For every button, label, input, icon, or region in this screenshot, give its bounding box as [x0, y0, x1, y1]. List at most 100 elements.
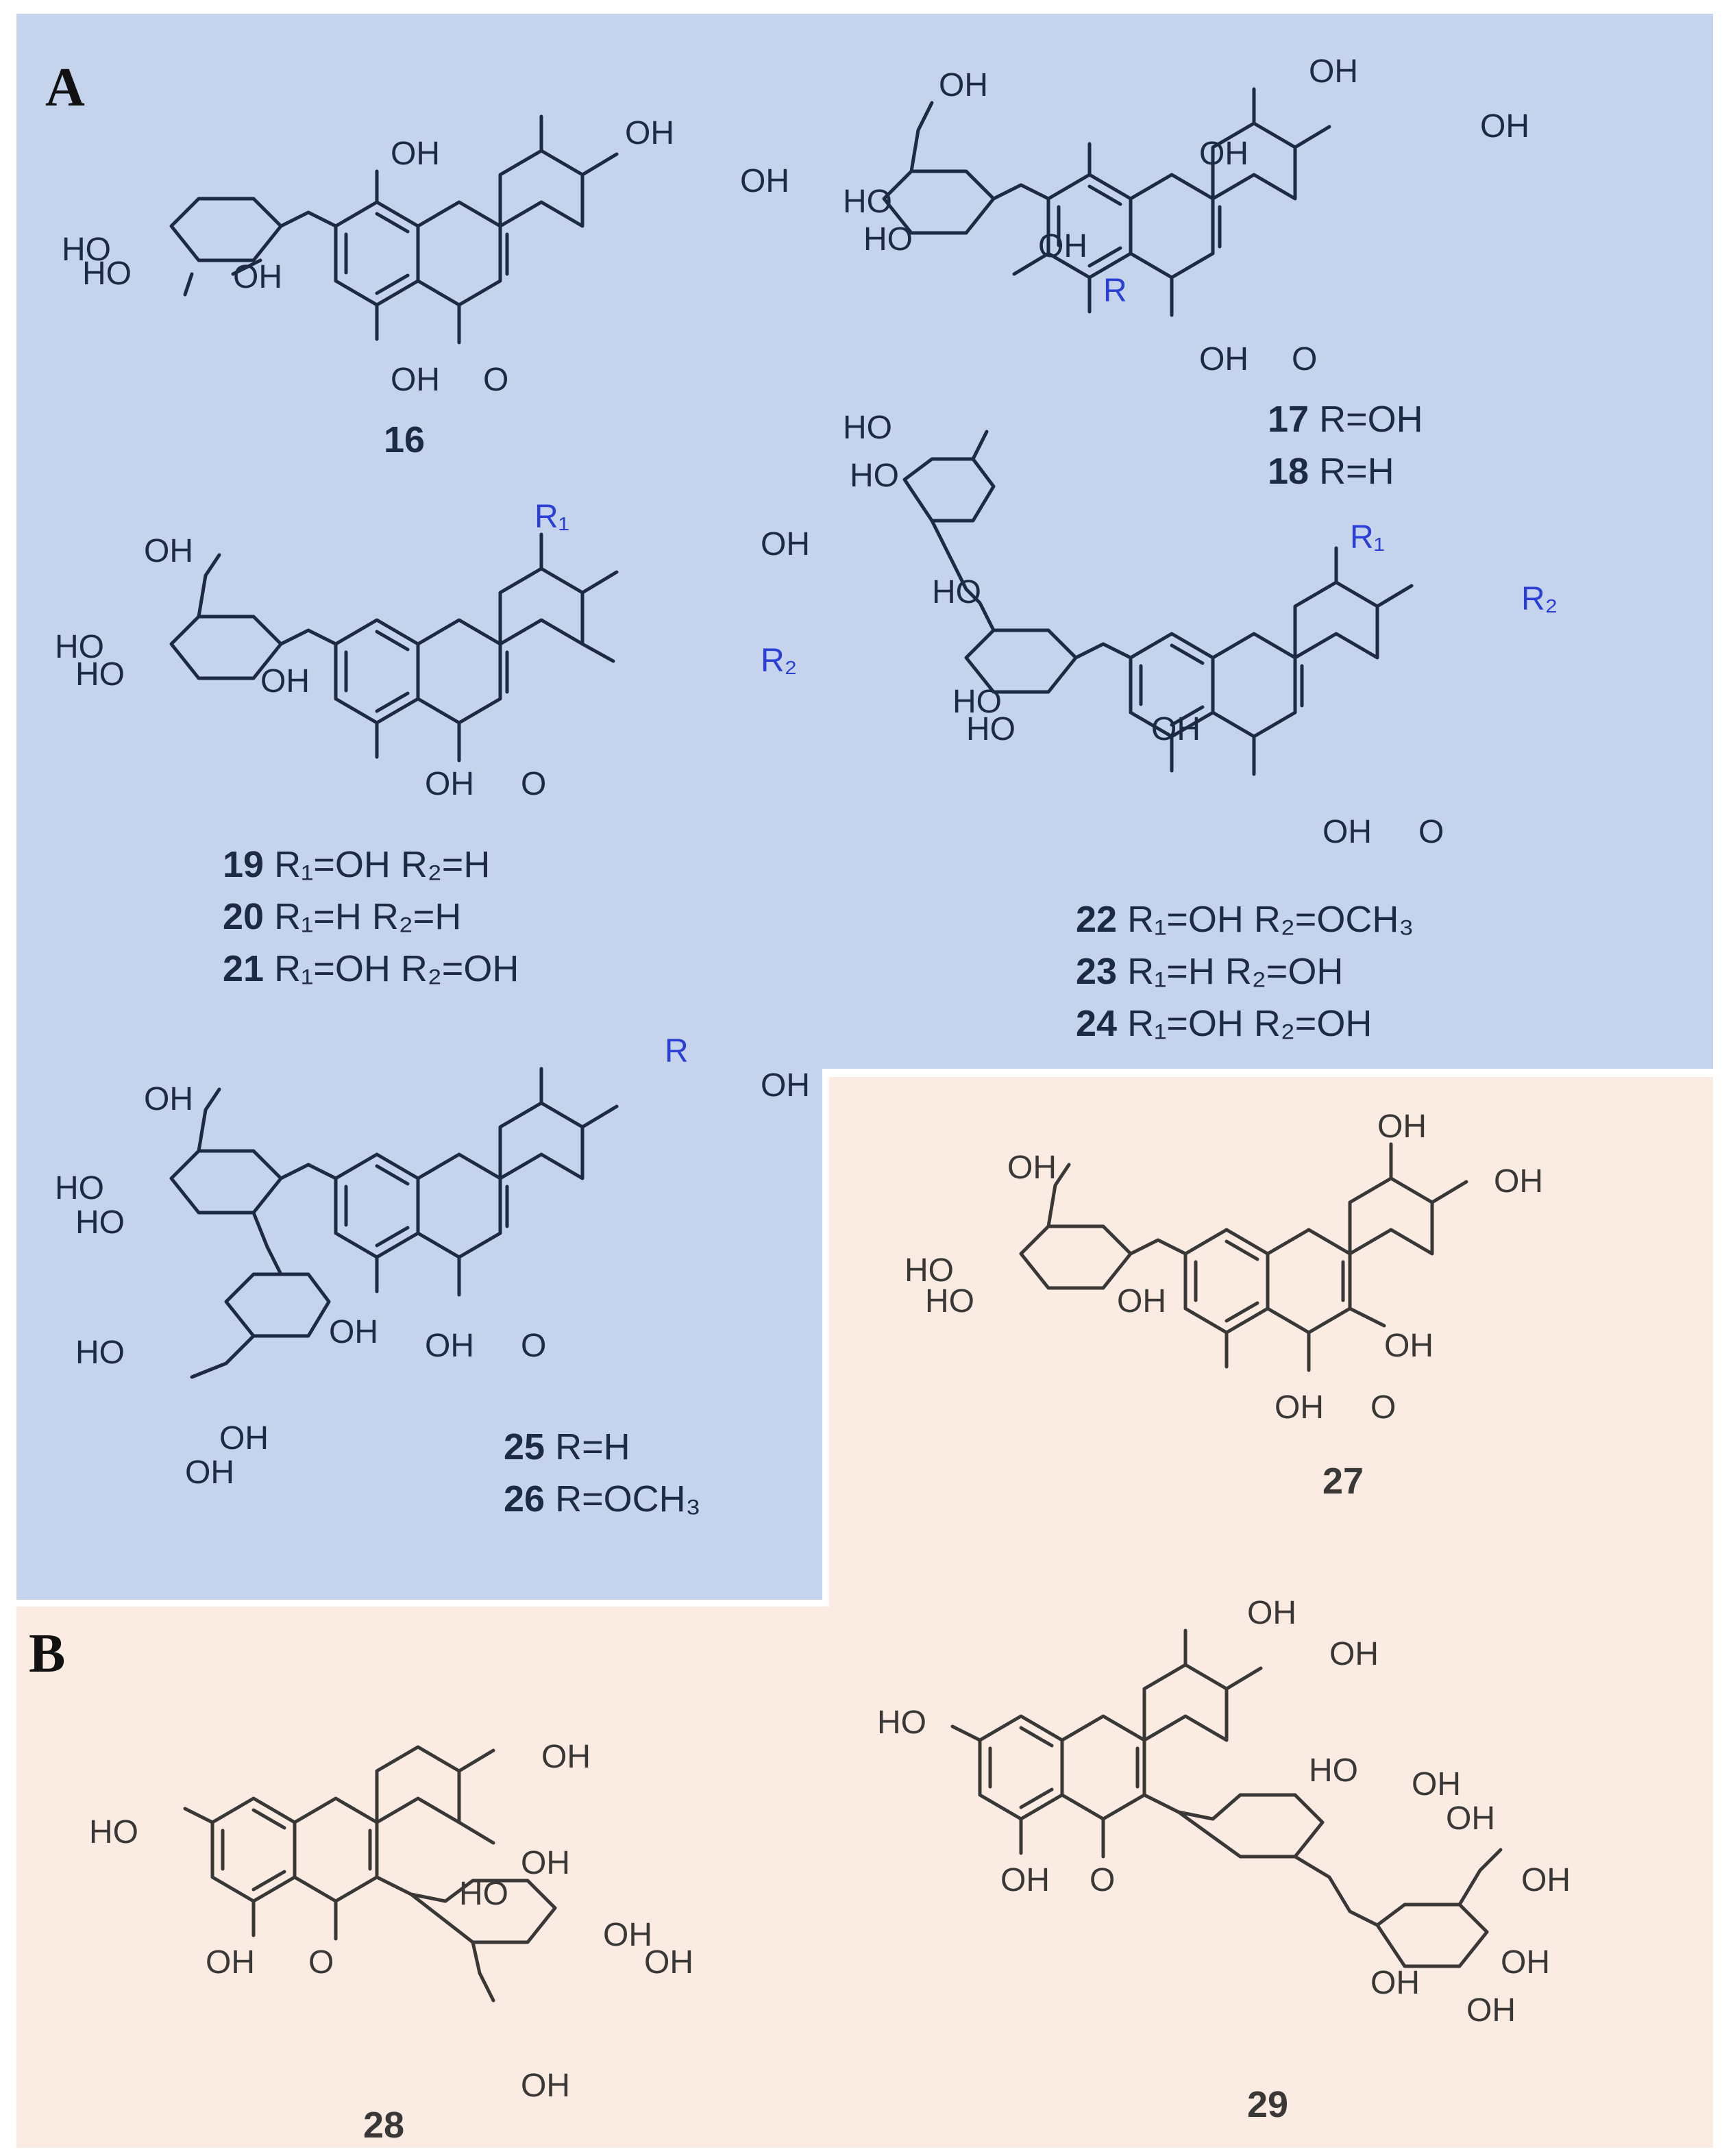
panel-backgrounds [16, 14, 1713, 2148]
svg-text:HO: HO [75, 656, 125, 693]
svg-text:26 R=OCH₃: 26 R=OCH₃ [504, 1478, 701, 1520]
compound-22-24: R₁ R₂ HO HO HO HO HO OH OH O 22 R₁=OH R₂… [843, 410, 1558, 1044]
atom-labels: OH OH OH HO HO OH OH OH O [905, 1108, 1543, 1426]
svg-text:OH: OH [1446, 1800, 1495, 1837]
svg-text:OH: OH [260, 663, 310, 699]
bond-skeleton [183, 1745, 557, 2003]
bond-skeleton [902, 430, 1414, 776]
svg-text:OH: OH [391, 362, 440, 398]
svg-text:O: O [1418, 814, 1444, 850]
svg-text:HO: HO [75, 1335, 125, 1371]
bond-skeleton [950, 1628, 1503, 1968]
svg-text:OH: OH [329, 1314, 378, 1350]
svg-text:28: 28 [363, 2105, 404, 2146]
svg-text:OH: OH [425, 766, 474, 802]
svg-text:O: O [521, 1328, 546, 1364]
svg-text:OH: OH [625, 115, 674, 151]
bond-skeleton [1019, 1142, 1468, 1372]
svg-text:29: 29 [1247, 2084, 1288, 2125]
compound-16: OH OH OH HO HO OH OH O 16 [62, 114, 789, 460]
svg-text:17 R=OH: 17 R=OH [1268, 399, 1423, 440]
atom-labels: R OH OH HO HO OH HO OH OH OH O [55, 1033, 810, 1491]
svg-text:OH: OH [233, 259, 282, 295]
svg-text:HO: HO [952, 684, 1002, 720]
svg-text:OH: OH [939, 67, 988, 103]
svg-text:HO: HO [1309, 1752, 1358, 1789]
atom-labels: R₁ R₂ HO HO HO HO HO OH OH O [843, 410, 1558, 850]
panel-letter-a: A [45, 58, 85, 118]
svg-text:HO: HO [55, 629, 104, 665]
panel-b-background [16, 1077, 1713, 2148]
svg-text:24 R₁=OH R₂=OH: 24 R₁=OH R₂=OH [1076, 1003, 1372, 1044]
svg-text:OH: OH [185, 1454, 234, 1491]
svg-text:O: O [308, 1944, 334, 1981]
caption: 28 [363, 2105, 404, 2146]
svg-text:R₂: R₂ [761, 643, 797, 679]
svg-text:OH: OH [521, 2068, 570, 2104]
svg-text:OH: OH [219, 1420, 269, 1457]
svg-text:HO: HO [863, 221, 913, 258]
svg-text:OH: OH [1117, 1283, 1166, 1319]
svg-text:HO: HO [850, 458, 899, 494]
svg-text:O: O [1090, 1862, 1115, 1898]
svg-text:OH: OH [1322, 814, 1372, 850]
svg-text:HO: HO [932, 574, 981, 610]
panel-a-background [16, 14, 1713, 1600]
svg-text:22 R₁=OH R₂=OCH₃: 22 R₁=OH R₂=OCH₃ [1076, 899, 1414, 940]
svg-text:HO: HO [459, 1876, 508, 1912]
svg-text:HO: HO [925, 1283, 974, 1319]
svg-text:OH: OH [1329, 1636, 1379, 1672]
svg-text:OH: OH [1038, 228, 1087, 264]
svg-text:OH: OH [761, 1067, 810, 1104]
svg-text:R: R [665, 1033, 689, 1069]
svg-text:O: O [1292, 341, 1317, 377]
svg-text:OH: OH [206, 1944, 255, 1981]
caption: 19 R₁=OH R₂=H 20 R₁=H R₂=H 21 R₁=OH R₂=O… [223, 844, 519, 989]
svg-text:OH: OH [603, 1917, 652, 1953]
svg-text:O: O [483, 362, 508, 398]
bond-skeleton [169, 1067, 619, 1379]
svg-text:HO: HO [55, 1170, 104, 1206]
panel-letter-b: B [29, 1624, 65, 1684]
caption: 27 [1322, 1461, 1364, 1502]
svg-text:21 R₁=OH R₂=OH: 21 R₁=OH R₂=OH [223, 948, 519, 989]
svg-text:OH: OH [1384, 1328, 1433, 1364]
compound-25-26: R OH OH HO HO OH HO OH OH OH O 25 R=H 26… [55, 1033, 810, 1520]
compound-27: OH OH OH HO HO OH OH OH O 27 [905, 1108, 1543, 1502]
svg-text:27: 27 [1322, 1461, 1364, 1502]
svg-text:R₂: R₂ [1521, 581, 1558, 617]
svg-text:OH: OH [1494, 1163, 1543, 1200]
svg-text:OH: OH [1521, 1862, 1571, 1898]
svg-text:OH: OH [1199, 136, 1248, 172]
bond-skeleton [882, 87, 1331, 317]
svg-text:OH: OH [740, 163, 789, 199]
svg-text:HO: HO [843, 184, 892, 220]
svg-text:R₁: R₁ [534, 499, 569, 535]
svg-text:OH: OH [1480, 108, 1529, 145]
svg-text:OH: OH [1412, 1766, 1461, 1802]
svg-text:HO: HO [62, 232, 111, 268]
atom-labels: OH OH OH OH HO HO OH OH O R [843, 53, 1529, 377]
svg-text:HO: HO [905, 1252, 954, 1289]
svg-text:HO: HO [877, 1705, 926, 1741]
svg-text:OH: OH [1466, 1992, 1516, 2029]
svg-text:25 R=H: 25 R=H [504, 1426, 630, 1467]
svg-text:O: O [521, 766, 546, 802]
svg-text:HO: HO [843, 410, 892, 446]
svg-text:OH: OH [1275, 1389, 1324, 1426]
svg-text:OH: OH [1501, 1944, 1550, 1981]
svg-text:OH: OH [1007, 1150, 1057, 1186]
svg-text:HO: HO [89, 1814, 138, 1850]
svg-text:O: O [1370, 1389, 1396, 1426]
atom-labels: OH OH HO OH O HO OH OH OH [89, 1739, 693, 2104]
svg-text:OH: OH [1309, 53, 1358, 90]
svg-text:HO: HO [75, 1204, 125, 1241]
svg-text:20 R₁=H R₂=H: 20 R₁=H R₂=H [223, 896, 461, 937]
svg-text:OH: OH [1370, 1965, 1420, 2001]
svg-text:OH: OH [391, 136, 440, 172]
svg-text:OH: OH [521, 1845, 570, 1881]
compound-28: OH OH HO OH O HO OH OH OH 28 [89, 1739, 693, 2146]
bond-skeleton [169, 114, 619, 345]
compound-17-18: OH OH OH OH HO HO OH OH O R 17 R=OH 18 R… [843, 53, 1529, 492]
atom-labels: R₁ OH R₂ OH HO HO OH OH O [55, 499, 810, 802]
